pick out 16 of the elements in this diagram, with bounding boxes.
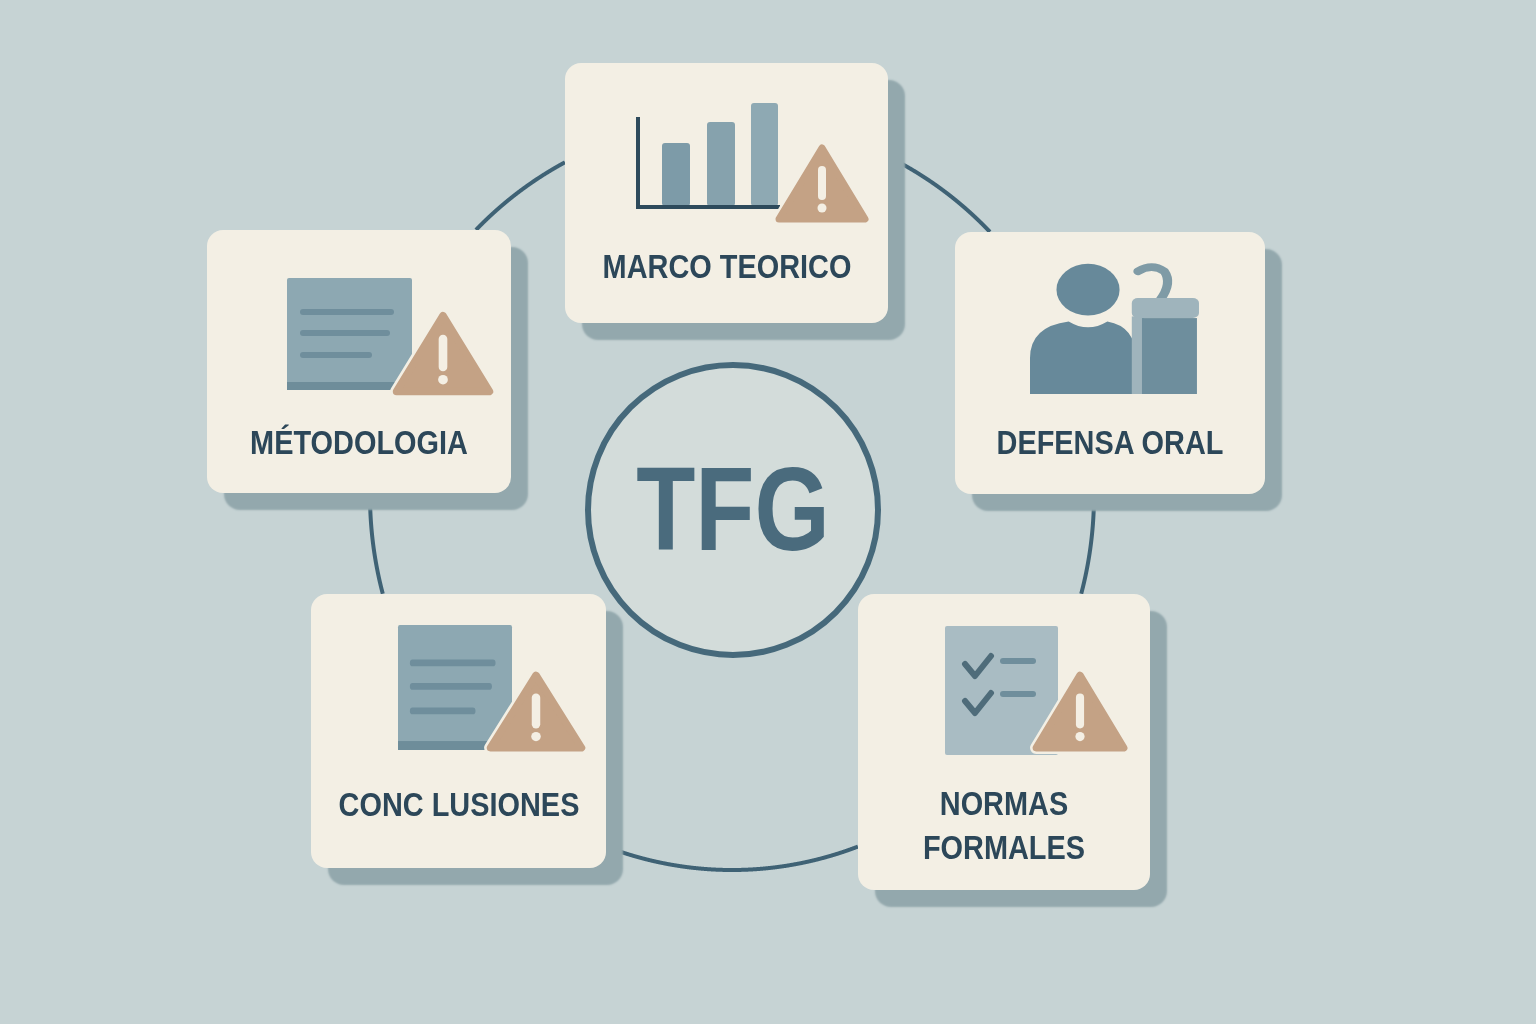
- connector-arc: [368, 491, 385, 596]
- topic-card: [207, 230, 511, 493]
- topic-card: [858, 594, 1150, 890]
- connector-arc: [886, 154, 992, 234]
- card-title: DEFENSA ORAL: [996, 422, 1224, 464]
- topic-card: [955, 232, 1265, 494]
- card-title: CONC LUSIONES: [338, 784, 579, 826]
- topic-card: [565, 63, 888, 323]
- card-title: MÉTODOLOGIA: [250, 422, 468, 464]
- connector-arc: [474, 160, 567, 232]
- topic-card: [311, 594, 606, 868]
- center-title: TFG: [636, 445, 830, 575]
- connector-arc: [604, 844, 860, 872]
- card-title: NORMAS FORMALES: [921, 783, 1087, 868]
- connector-arc: [1079, 492, 1096, 596]
- card-title: MARCO TEORICO: [602, 246, 851, 288]
